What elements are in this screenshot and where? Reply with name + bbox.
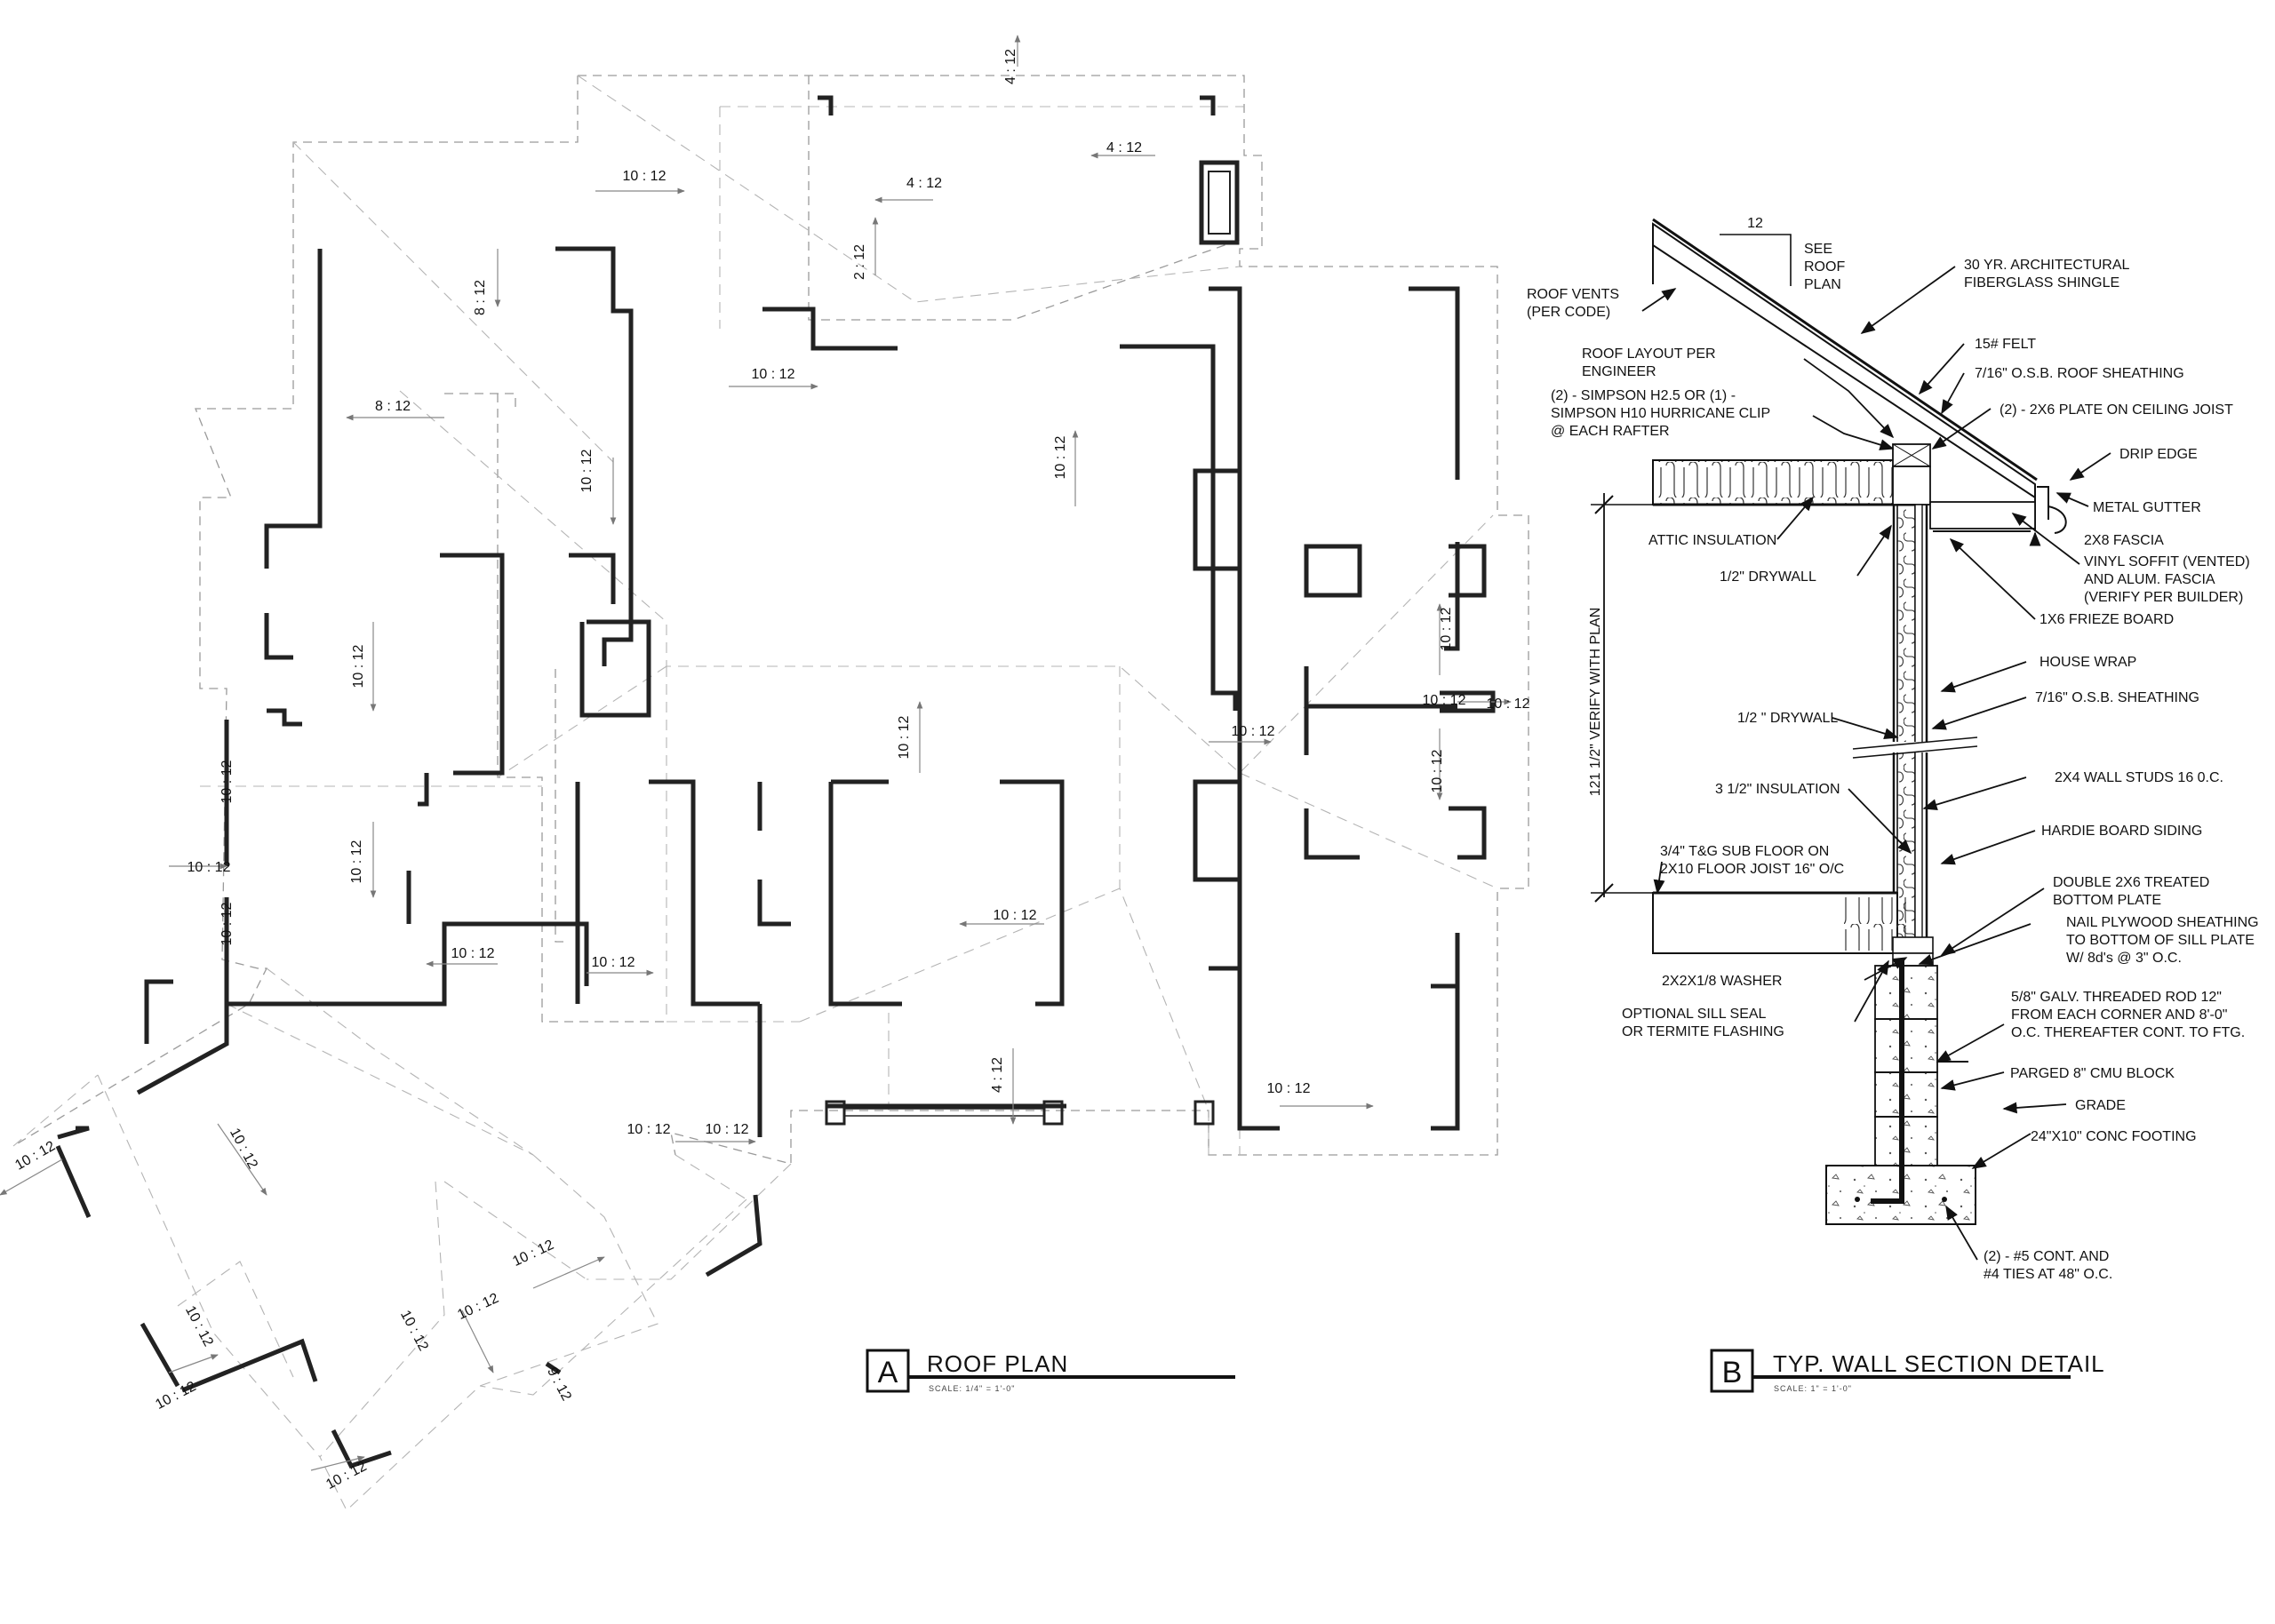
slope-label: 10 : 12 <box>188 860 231 875</box>
slope-label: 10 : 12 <box>1487 697 1530 712</box>
callout-roof-vents: ROOF VENTS(PER CODE) <box>1527 287 1619 320</box>
slope-label: 10 : 12 <box>1423 693 1466 708</box>
slope-label: 10 : 12 <box>1439 607 1454 650</box>
callout-leaders <box>1641 266 2111 1261</box>
callout-gutter: METAL GUTTER <box>2093 500 2201 515</box>
callout-frieze-board: 1X6 FRIEZE BOARD <box>2040 612 2174 627</box>
callout-rebar: (2) - #5 CONT. AND#4 TIES AT 48" O.C. <box>1984 1249 2112 1282</box>
slope-label: 10 : 12 <box>994 908 1037 923</box>
roof-plan-title: ROOF PLAN <box>927 1350 1068 1377</box>
callout-felt: 15# FELT <box>1975 337 2036 352</box>
height-dimension: 121 1/2" VERIFY WITH PLAN <box>1588 493 1653 903</box>
pitch-arrows <box>0 35 1512 1471</box>
slope-label: 10 : 12 <box>623 169 667 184</box>
roof-plan-title-block: A ROOF PLAN SCALE: 1/4" = 1'-0" <box>866 1349 1235 1393</box>
roof-outline <box>12 75 1529 1511</box>
callout-drywall-ceiling: 1/2" DRYWALL <box>1720 569 1816 585</box>
callout-studs: 2X4 WALL STUDS 16 0.C. <box>2055 770 2223 785</box>
callout-osb-sheathing: 7/16" O.S.B. SHEATHING <box>2035 690 2199 705</box>
slope-label: 10 : 12 <box>397 1308 431 1353</box>
callout-siding: HARDIE BOARD SIDING <box>2041 824 2202 839</box>
wall-section-title-block: B TYP. WALL SECTION DETAIL SCALE: 1" = 1… <box>1710 1349 2105 1393</box>
callout-house-wrap: HOUSE WRAP <box>2040 655 2136 670</box>
roof-plan-walls <box>55 95 1496 1469</box>
callout-threaded-rod: 5/8" GALV. THREADED ROD 12"FROM EACH COR… <box>2011 990 2245 1040</box>
slope-label: 10 : 12 <box>592 955 635 970</box>
callout-soffit: VINYL SOFFIT (VENTED)AND ALUM. FASCIA(VE… <box>2084 554 2250 605</box>
slope-label: 10 : 12 <box>451 946 495 961</box>
slope-label: 10 : 12 <box>1053 435 1068 479</box>
wall-section-scale: SCALE: 1" = 1'-0" <box>1774 1384 1852 1393</box>
slope-label: 4 : 12 <box>1003 49 1018 84</box>
callout-roof-sheathing: 7/16" O.S.B. ROOF SHEATHING <box>1975 366 2184 381</box>
callout-fascia: 2X8 FASCIA <box>2084 533 2164 548</box>
slope-label: 10 : 12 <box>220 760 235 803</box>
slope-label: 10 : 12 <box>323 1459 369 1493</box>
callout-washer: 2X2X1/8 WASHER <box>1662 974 1782 989</box>
roof-plan-drawing: 4 : 12 4 : 12 4 : 12 10 : 12 2 : 12 8 : … <box>0 35 1530 1511</box>
slope-label: 10 : 12 <box>227 1126 260 1171</box>
roof-plan-scale: SCALE: 1/4" = 1'-0" <box>929 1384 1015 1393</box>
callout-drywall-wall: 1/2 " DRYWALL <box>1737 711 1838 726</box>
slope-label: 10 : 12 <box>351 644 366 688</box>
slope-label: 10 : 12 <box>12 1138 58 1173</box>
height-dimension-label: 121 1/2" VERIFY WITH PLAN <box>1588 608 1603 797</box>
slope-label: 8 : 12 <box>375 399 411 414</box>
slope-label: 4 : 12 <box>1106 140 1142 155</box>
roof-assembly: 12 SEE ROOF PLAN <box>1652 216 2067 534</box>
attic-assembly <box>1652 443 2036 529</box>
slope-label: 10 : 12 <box>627 1122 671 1137</box>
slope-label: 10 : 12 <box>1232 724 1275 739</box>
wall-section-letter: B <box>1722 1356 1743 1389</box>
slope-label: 4 : 12 <box>906 176 942 191</box>
slope-label: 10 : 12 <box>220 902 235 945</box>
callout-attic-insulation: ATTIC INSULATION <box>1648 533 1776 548</box>
callout-insulation: 3 1/2" INSULATION <box>1715 782 1840 797</box>
slope-label: 10 : 12 <box>1430 749 1445 792</box>
slope-label: 10 : 12 <box>349 840 364 883</box>
callout-grade: GRADE <box>2075 1098 2126 1113</box>
pitch-run-label: 12 <box>1747 216 1763 231</box>
slope-label: 4 : 12 <box>990 1057 1005 1093</box>
slope-label: 10 : 12 <box>455 1291 501 1323</box>
roof-plan-letter: A <box>878 1356 898 1389</box>
slope-label: 9 : 12 <box>544 1365 574 1403</box>
slope-label: 10 : 12 <box>579 449 595 492</box>
callout-plate: (2) - 2X6 PLATE ON CEILING JOIST <box>2000 402 2233 418</box>
callout-hurricane-clip: (2) - SIMPSON H2.5 OR (1) -SIMPSON H10 H… <box>1551 388 1770 439</box>
see-roof-plan-3: PLAN <box>1804 277 1841 292</box>
slope-label: 8 : 12 <box>473 280 488 315</box>
slope-labels: 4 : 12 4 : 12 4 : 12 10 : 12 2 : 12 8 : … <box>12 49 1529 1493</box>
slope-label: 10 : 12 <box>752 367 795 382</box>
callout-cmu: PARGED 8" CMU BLOCK <box>2010 1066 2175 1081</box>
slope-label: 10 : 12 <box>1267 1081 1311 1096</box>
callout-footing: 24"X10" CONC FOOTING <box>2031 1129 2197 1144</box>
wall-section-title: TYP. WALL SECTION DETAIL <box>1773 1350 2105 1377</box>
slope-label: 10 : 12 <box>897 715 912 759</box>
see-roof-plan-2: ROOF <box>1804 259 1845 275</box>
slope-label: 2 : 12 <box>852 244 867 280</box>
see-roof-plan-1: SEE <box>1804 242 1832 257</box>
wall-section-drawing: 12 SEE ROOF PLAN <box>1527 216 2259 1393</box>
callout-drip-edge: DRIP EDGE <box>2119 447 2198 462</box>
slope-label: 10 : 12 <box>706 1122 749 1137</box>
